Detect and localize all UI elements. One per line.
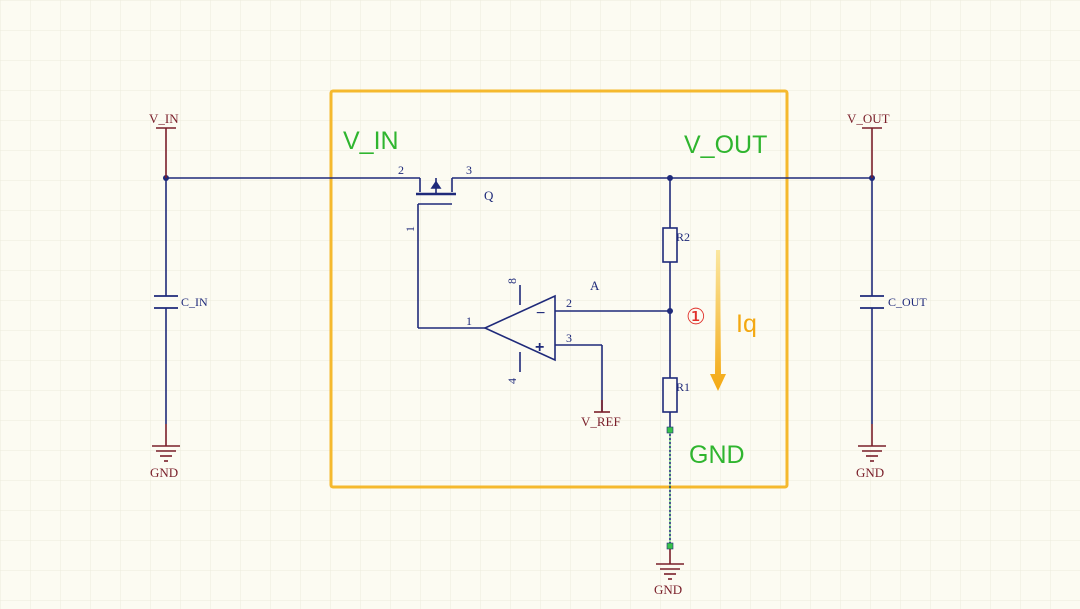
q-label: Q <box>484 188 494 203</box>
gnd-bottom-symbol <box>656 549 684 580</box>
cout-label: C_OUT <box>888 295 927 309</box>
vin-port-label: V_IN <box>149 111 179 126</box>
box-vin-label: V_IN <box>343 127 399 155</box>
ground-net <box>666 426 674 550</box>
opamp-pin3-label: 3 <box>566 331 572 345</box>
opamp-plus-sign: + <box>535 339 544 356</box>
vref-port-symbol <box>594 400 610 413</box>
junction-vout <box>667 175 673 181</box>
gnd-bottom-label: GND <box>654 582 682 597</box>
cin-label: C_IN <box>181 295 208 309</box>
box-vout-label: V_OUT <box>684 131 767 159</box>
opamp-label: A <box>590 278 600 293</box>
r1-label: R1 <box>676 380 690 394</box>
vin-port-symbol <box>156 127 176 178</box>
r2-label: R2 <box>676 230 690 244</box>
q-pin2-label: 2 <box>398 163 404 177</box>
opamp-pin8-label: 8 <box>505 278 519 284</box>
opamp-pin1-label: 1 <box>466 314 472 328</box>
node-marker: ① <box>686 304 706 329</box>
resistor-r2 <box>662 227 678 263</box>
opamp-pin4-label: 4 <box>505 378 519 384</box>
opamp-minus-sign: − <box>536 305 545 322</box>
mosfet-q-symbol <box>416 178 456 196</box>
resistor-r1 <box>662 377 678 413</box>
opamp-pin2-label: 2 <box>566 296 572 310</box>
q-pin1-label: 1 <box>403 226 417 232</box>
capacitor-cout <box>860 295 884 309</box>
current-arrow-icon <box>710 250 726 391</box>
junction-divider <box>667 308 673 314</box>
gnd-left-label: GND <box>150 465 178 480</box>
gnd-right-symbol <box>858 424 886 462</box>
vout-port-label: V_OUT <box>847 111 890 126</box>
vref-port-label: V_REF <box>581 414 621 429</box>
q-pin3-label: 3 <box>466 163 472 177</box>
current-label: Iq <box>736 310 757 338</box>
gnd-right-label: GND <box>856 465 884 480</box>
regulator-box <box>329 89 789 489</box>
opamp-symbol <box>483 294 556 362</box>
vout-port-symbol <box>862 127 882 178</box>
gnd-left-symbol <box>152 424 180 462</box>
capacitor-cin <box>154 295 178 309</box>
box-gnd-label: GND <box>689 441 745 469</box>
wires <box>165 177 873 430</box>
